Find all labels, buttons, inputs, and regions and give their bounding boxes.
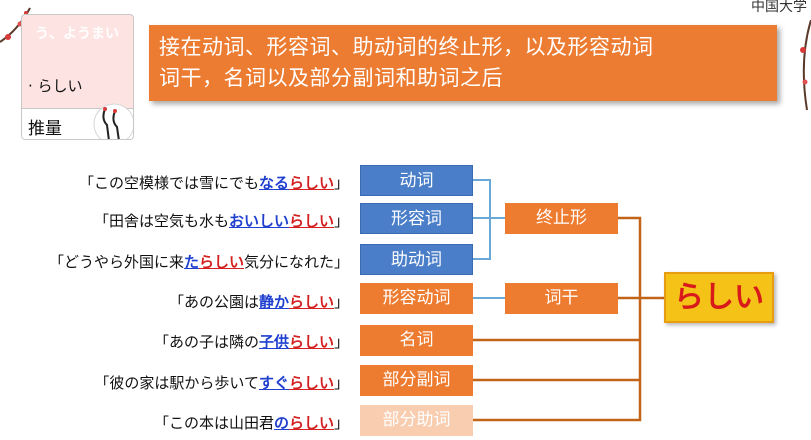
banner-line-1: 接在动词、形容词、助动词的终止形，以及形容动词 (159, 35, 654, 59)
category-some-adverbs: 部分副词 (360, 365, 473, 396)
description-banner: 接在动词、形容词、助动词的终止形，以及形容动词 词干，名词以及部分副词和助词之后 (149, 25, 777, 101)
banner-line-2: 词干，名词以及部分副词和助词之后 (159, 66, 503, 90)
topic-item-active[interactable]: · らしい (28, 77, 83, 95)
example-sentence-7: 「この本は山田君のらしい」 (153, 414, 349, 432)
example-sentence-5: 「あの子は隣の子供らしい」 (153, 333, 349, 351)
example-sentence-6: 「彼の家は駅から歩いてすぐらしい」 (94, 374, 349, 392)
category-adjective: 形容词 (360, 203, 473, 234)
terminal-form-box: 终止形 (505, 203, 618, 234)
topic-card: う、ようまい · らしい 推量 (21, 14, 134, 140)
topic-sub-box: 推量 (22, 103, 133, 139)
stem-box: 词干 (505, 283, 618, 314)
example-sentence-1: 「この空模様では雪にでもなるらしい」 (78, 174, 349, 192)
category-noun: 名词 (360, 325, 473, 356)
topic-item-faded[interactable]: う、ようまい (35, 26, 119, 42)
logo-text: 中国大学 (751, 0, 807, 15)
plum-branch-decoration-right (800, 20, 811, 110)
category-auxiliary-verb: 助动词 (360, 244, 473, 275)
category-verb: 动词 (360, 165, 473, 196)
category-adjectival-noun: 形容动词 (360, 283, 473, 314)
topic-sub-label: 推量 (28, 119, 62, 139)
result-rashii-box: らしい (664, 272, 774, 323)
category-some-particles: 部分助词 (360, 405, 473, 436)
example-sentence-2: 「田舎は空気も水もおいしいらしい」 (93, 212, 349, 230)
example-sentence-4: 「あの公園は静からしい」 (168, 293, 349, 311)
crane-icon (93, 103, 133, 139)
example-sentence-3: 「どうやら外国に来たらしい気分になれた」 (48, 253, 349, 271)
